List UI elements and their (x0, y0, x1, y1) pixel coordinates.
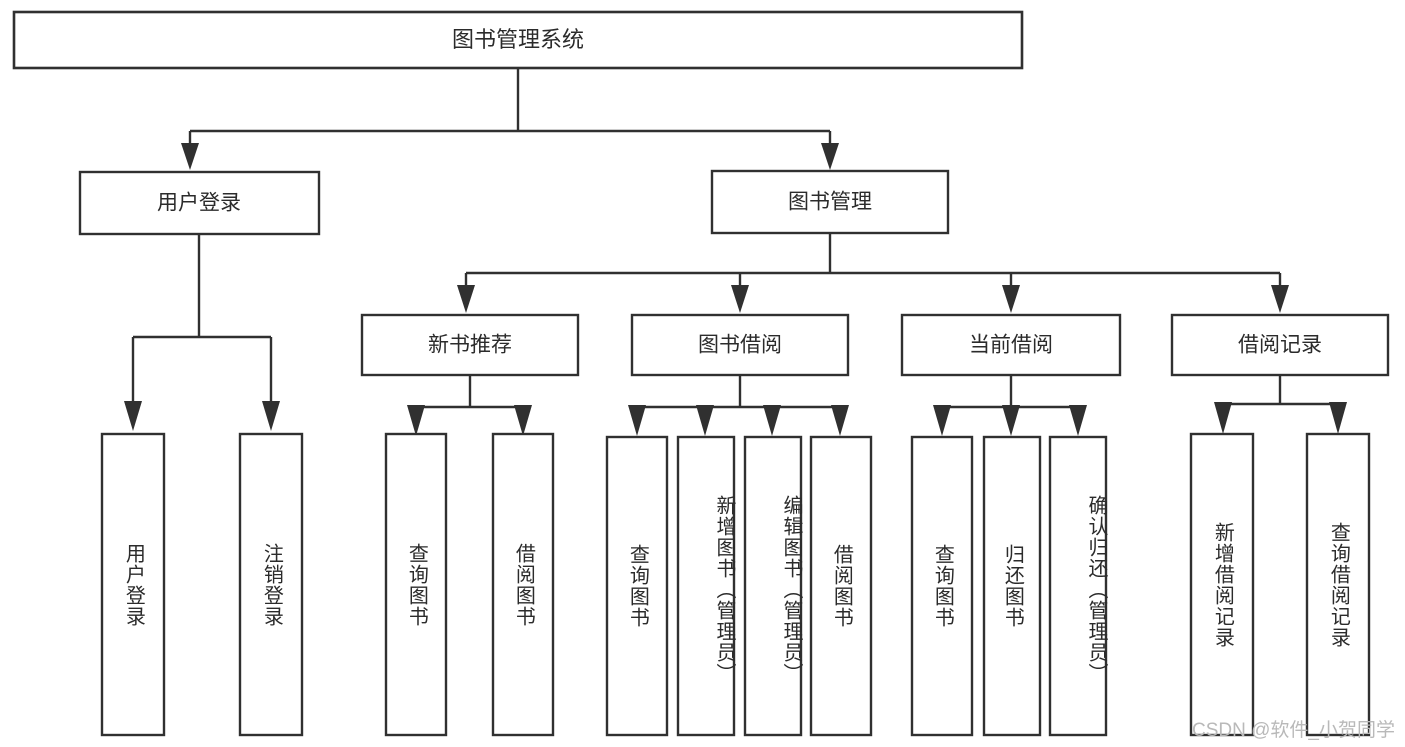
leaf-boxes-user-login (100, 432, 304, 737)
node-new-book-recommend[interactable]: 新书推荐 (360, 313, 580, 377)
arrow-head-user-login (181, 143, 199, 170)
leaf-boxes-book-borrow (605, 435, 873, 737)
arrow-head-bb-leaf-2 (696, 405, 714, 436)
arrow-head-br-leaf-1 (1214, 402, 1232, 434)
arrow-head-cb-leaf-2 (1002, 405, 1020, 436)
connector-group-new-book-recommend (407, 375, 532, 436)
node-book-borrow[interactable]: 图书借阅 (630, 313, 850, 377)
leaf-boxes-current-borrow (910, 435, 1108, 737)
node-user-login-label: 用户登录 (157, 192, 241, 215)
arrow-head-cb-leaf-3 (1069, 405, 1087, 436)
connector-group-root (181, 68, 839, 170)
connector-group-book-borrow (628, 375, 849, 436)
arrow-head-bb-leaf-3 (763, 405, 781, 436)
arrow-head-br-leaf-2 (1329, 402, 1347, 434)
leaf-box-logout[interactable] (238, 432, 304, 737)
arrow-head-bb-leaf-4 (831, 405, 849, 436)
leaf-box-user-login[interactable] (100, 432, 166, 737)
node-book-borrow-box[interactable] (630, 313, 850, 377)
node-root-box[interactable] (12, 10, 1024, 70)
node-new-book-recommend-label: 新书推荐 (428, 334, 512, 357)
node-current-borrow[interactable]: 当前借阅 (900, 313, 1122, 377)
leaf-box-cb-return-book[interactable] (982, 435, 1042, 737)
connector-group-borrow-record (1214, 375, 1347, 434)
leaf-box-nbr-query-book[interactable] (384, 432, 448, 737)
arrow-head-current-borrow (1002, 285, 1020, 313)
arrow-head-book-borrow (731, 285, 749, 313)
node-user-login-box[interactable] (78, 170, 321, 236)
leaf-box-bb-add-book-admin[interactable] (676, 435, 736, 737)
leaf-box-cb-confirm-return-admin[interactable] (1048, 435, 1108, 737)
node-root[interactable]: 图书管理系统 (12, 10, 1024, 70)
connector-group-user-login (124, 234, 280, 431)
arrow-head-book-mgmt (821, 143, 839, 170)
node-book-borrow-label: 图书借阅 (698, 334, 782, 357)
leaf-box-br-add-record[interactable] (1189, 432, 1255, 737)
node-user-login[interactable]: 用户登录 (78, 170, 321, 236)
node-current-borrow-label: 当前借阅 (969, 334, 1053, 357)
node-borrow-record-box[interactable] (1170, 313, 1390, 377)
leaf-boxes-borrow-record (1189, 432, 1371, 737)
node-new-book-recommend-box[interactable] (360, 313, 580, 377)
leaf-box-cb-query-book[interactable] (910, 435, 974, 737)
node-root-label: 图书管理系统 (452, 27, 584, 52)
leaf-boxes-new-book-recommend (384, 432, 555, 737)
connector-group-current-borrow (933, 375, 1087, 436)
node-book-management[interactable]: 图书管理 (710, 169, 950, 235)
arrow-head-nbr-leaf-1 (407, 405, 425, 436)
connector-group-book-mgmt (457, 233, 1289, 313)
arrow-head-new-book-recommend (457, 285, 475, 313)
node-borrow-record[interactable]: 借阅记录 (1170, 313, 1390, 377)
leaf-box-bb-query-book[interactable] (605, 435, 669, 737)
arrow-head-bb-leaf-1 (628, 405, 646, 436)
leaf-box-nbr-borrow-book[interactable] (491, 432, 555, 737)
arrow-head-leaf-user-login (124, 401, 142, 431)
leaf-box-bb-borrow-book[interactable] (809, 435, 873, 737)
arrow-head-leaf-logout (262, 401, 280, 431)
node-borrow-record-label: 借阅记录 (1238, 334, 1322, 357)
node-book-management-label: 图书管理 (788, 191, 872, 214)
node-current-borrow-box[interactable] (900, 313, 1122, 377)
arrow-head-borrow-record (1271, 285, 1289, 313)
arrow-head-nbr-leaf-2 (514, 405, 532, 436)
leaf-box-bb-edit-book-admin[interactable] (743, 435, 803, 737)
arrow-head-cb-leaf-1 (933, 405, 951, 436)
leaf-box-br-query-record[interactable] (1305, 432, 1371, 737)
node-book-management-box[interactable] (710, 169, 950, 235)
